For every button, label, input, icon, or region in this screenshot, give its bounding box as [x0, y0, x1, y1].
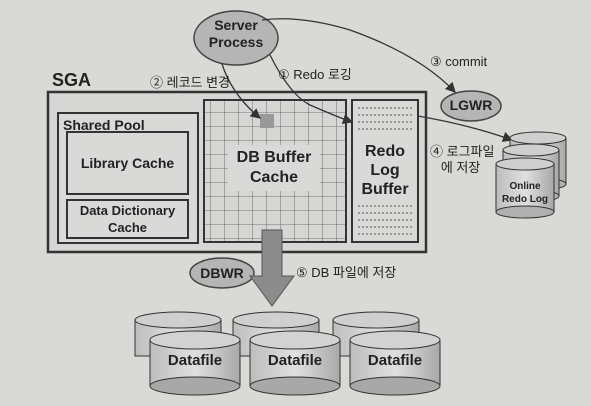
step-1-label: ① Redo 로깅 [278, 67, 352, 82]
library-cache-label: Library Cache [80, 155, 175, 171]
arrow-save-log [417, 115, 514, 142]
arrow-redo-logging [269, 54, 354, 125]
sga-label: SGA [52, 70, 92, 90]
step-4-label: ④ 로그파일 에 저장 [430, 144, 495, 175]
datafile-label-1: Datafile [167, 352, 223, 369]
db-buffer-cache-label: DB Buffer Cache [236, 149, 312, 186]
write-down-arrow [249, 229, 295, 307]
server-process-ellipse [193, 10, 279, 66]
online-redo-log-label: Online Redo Log [501, 181, 549, 205]
datafile-label-3: Datafile [367, 352, 423, 369]
redo-entries [358, 107, 412, 235]
redo-log-buffer-box [351, 99, 419, 243]
server-process-label: Server Process [208, 17, 264, 50]
lgwr-label: LGWR [449, 97, 493, 113]
redo-log-buffer-label: Redo Log Buffer [361, 143, 409, 198]
data-dictionary-cache-label: Data Dictionary Cache [79, 203, 176, 235]
dbwr-ellipse [189, 257, 255, 289]
db-buffer-label-bg [228, 145, 320, 191]
step-3-label: ③ commit [430, 54, 488, 69]
online-redo-log-cylinders [495, 131, 567, 219]
data-dictionary-cache-box [66, 199, 189, 239]
step-5-label: ⑤ DB 파일에 저장 [296, 265, 397, 280]
lgwr-ellipse [440, 90, 502, 122]
step-2-label: ② 레코드 변경 [150, 75, 231, 90]
dbwr-label: DBWR [200, 265, 244, 281]
arrow-commit [261, 18, 456, 93]
datafile-cylinders-front [149, 330, 441, 396]
changed-block [260, 114, 274, 128]
datafile-label-2: Datafile [267, 352, 323, 369]
shared-pool-label: Shared Pool [63, 117, 145, 133]
arrow-record-change [221, 63, 262, 119]
library-cache-box [66, 131, 189, 195]
